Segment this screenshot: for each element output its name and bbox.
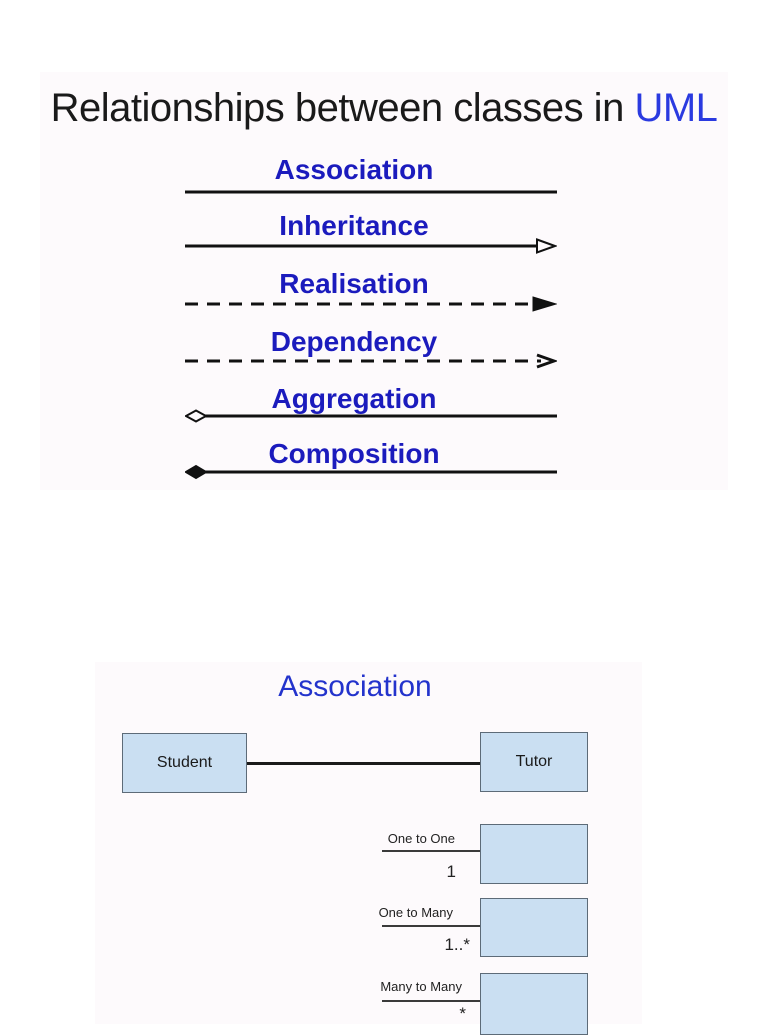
slide-relationships [40, 72, 728, 490]
one-to-one-box [480, 824, 588, 884]
one-to-many-multiplicity: 1..* [444, 935, 470, 954]
student-tutor-association-line [247, 762, 480, 765]
student-class-name: Student [156, 754, 213, 771]
dependency-label: Dependency [270, 326, 438, 357]
slide1-title: Relationships between classes in UML [40, 86, 728, 131]
many-to-many-multiplicity: * [459, 1004, 466, 1023]
tutor-class-box: Tutor [480, 732, 588, 792]
association-label: Association [274, 154, 434, 185]
slide2-title: Association [278, 670, 432, 703]
inheritance-arrow-line [185, 238, 557, 254]
many-to-many-line [382, 1000, 480, 1002]
composition-label: Composition [268, 438, 440, 469]
dependency-arrow-line [185, 353, 557, 369]
tutor-class-name: Tutor [515, 753, 553, 770]
many-to-many-box [480, 973, 588, 1035]
composition-diamond-line [185, 464, 557, 480]
inheritance-label: Inheritance [279, 210, 429, 241]
one-to-one-label: One to One [387, 831, 455, 846]
one-to-one-line [382, 850, 480, 852]
many-to-many-label: Many to Many [380, 979, 462, 994]
slide1-title-uml: UML [634, 86, 718, 130]
one-to-one-multiplicity: 1 [446, 862, 456, 881]
student-class-box: Student [122, 733, 247, 793]
realisation-label: Realisation [279, 268, 429, 299]
one-to-many-box [480, 898, 588, 957]
one-to-many-label: One to Many [378, 905, 453, 920]
aggregation-diamond-line [185, 409, 557, 423]
association-line [185, 190, 557, 194]
aggregation-label: Aggregation [271, 383, 437, 414]
realisation-arrow-line [185, 296, 557, 312]
slide1-title-text: Relationships between classes in [50, 86, 635, 130]
one-to-many-line [382, 925, 480, 927]
